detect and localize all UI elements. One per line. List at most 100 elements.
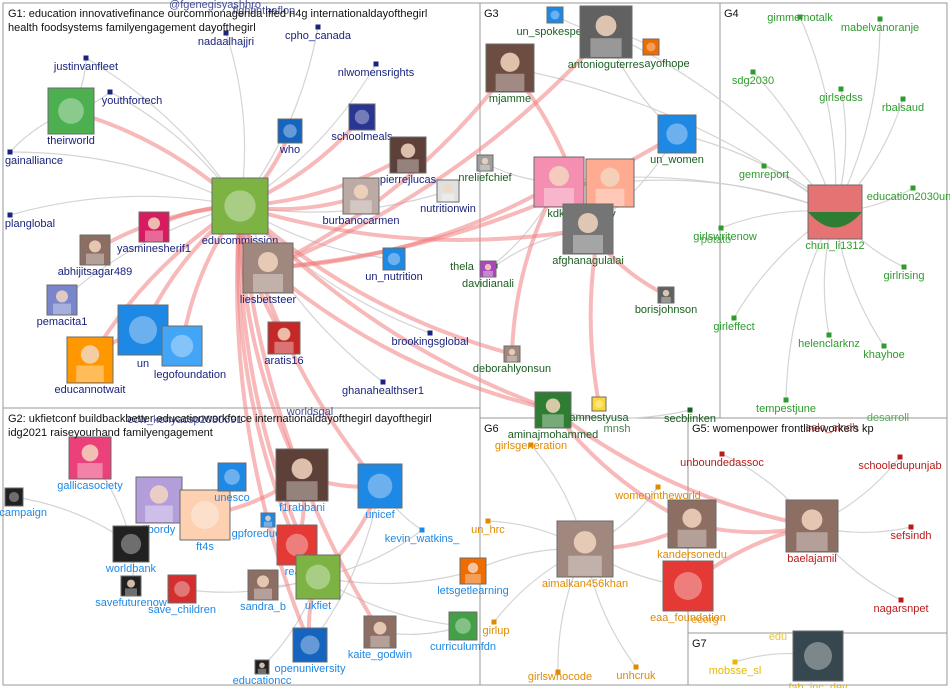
- node-unboundedassoc[interactable]: unboundedassoc: [680, 451, 764, 470]
- node-sefsindh[interactable]: sefsindh: [891, 524, 932, 543]
- node-fab_inc_dev[interactable]: fab_inc_dev: [788, 630, 848, 688]
- node-yasminesherif1[interactable]: yasminesherif1: [117, 211, 191, 255]
- node-schoolmeals[interactable]: schoolmeals: [331, 103, 393, 143]
- node-deborahlyonsun[interactable]: deborahlyonsun: [473, 345, 551, 375]
- node-girlsedss[interactable]: girlsedss: [819, 86, 863, 105]
- node-aimalkan456khan[interactable]: aimalkan456khan: [542, 520, 628, 590]
- node-schooledupunjab[interactable]: schooledupunjab: [858, 454, 942, 473]
- node-openuniversity[interactable]: openuniversity: [275, 627, 346, 675]
- node-ghanahealthser1[interactable]: ghanahealthser1: [342, 379, 424, 398]
- node-curriculumfdn[interactable]: curriculumfdn: [430, 611, 496, 653]
- node-unicef[interactable]: unicef: [357, 463, 403, 521]
- node-girlswhocode[interactable]: girlswhocode: [528, 669, 592, 684]
- node-girlrising[interactable]: girlrising: [884, 264, 925, 283]
- node-planglobal[interactable]: planglobal: [5, 212, 55, 231]
- node-nagarsnpet[interactable]: nagarsnpet: [873, 597, 929, 616]
- node-abhijitsagar489[interactable]: abhijitsagar489: [58, 234, 133, 278]
- node-helenclarknz[interactable]: helenclarknz: [798, 332, 860, 351]
- node-burbanocarmen[interactable]: burbanocarmen: [322, 177, 400, 227]
- node-nadaalhajjri[interactable]: nadaalhajjri: [198, 30, 254, 49]
- node-baelajamil[interactable]: baelajamil: [785, 499, 839, 565]
- node-rbalsaud[interactable]: rbalsaud: [882, 96, 924, 115]
- node-womenintheworld[interactable]: womenintheworld: [614, 484, 701, 503]
- node-brookingsglobal[interactable]: brookingsglobal: [391, 330, 469, 349]
- node-justinvanfleet[interactable]: justinvanfleet: [53, 55, 118, 74]
- node-label: tempestjune: [756, 403, 816, 415]
- node-nutritionwin[interactable]: nutritionwin: [420, 179, 476, 215]
- node-label: un_women: [650, 154, 704, 166]
- node-mabelvanoranje[interactable]: mabelvanoranje: [841, 16, 919, 35]
- node-mobsse_sl[interactable]: mobsse_sl: [709, 659, 762, 678]
- avatar-body: [145, 505, 173, 523]
- node-mjamme[interactable]: mjamme: [485, 43, 535, 105]
- node-legofoundation[interactable]: legofoundation: [154, 325, 226, 381]
- educommission-logo-icon: [211, 177, 269, 235]
- node-f1rabbani[interactable]: f1rabbani: [275, 448, 329, 514]
- node-youthfortech[interactable]: youthfortech: [102, 89, 163, 108]
- node-afghanagulalai[interactable]: afghanagulalai: [552, 203, 624, 267]
- node-kandersonedu[interactable]: kandersonedu: [657, 499, 727, 561]
- node-who[interactable]: who: [277, 118, 303, 156]
- node-antonioguterres[interactable]: antonioguterres: [568, 5, 645, 71]
- node-dayofhope[interactable]: ayofhope: [642, 38, 690, 70]
- node-aminajmohammed[interactable]: aminajmohammed: [508, 391, 598, 441]
- node-borisjohnson[interactable]: borisjohnson: [635, 286, 697, 316]
- edge-red-educommission-aminajmohammed: [238, 204, 554, 412]
- node-dot-icon: [783, 397, 789, 403]
- node-un[interactable]: un: [117, 304, 169, 370]
- node-tempestjune[interactable]: tempestjune: [756, 397, 816, 416]
- node-ny[interactable]: ny: [585, 158, 635, 220]
- node-education2030un[interactable]: education2030un: [867, 185, 950, 204]
- node-ukfiet[interactable]: ukfiet: [295, 554, 341, 612]
- node-nreliefchief[interactable]: nreliefchief: [458, 154, 513, 184]
- node-onecampaign[interactable]: onecampaign: [0, 487, 47, 519]
- node-amnestyusa[interactable]: amnestyusa: [569, 396, 630, 424]
- node-un_spokesperson[interactable]: un_spokesper: [516, 6, 586, 38]
- node-educannotwait[interactable]: educannotwait: [55, 336, 126, 396]
- node-girlup[interactable]: girlup: [483, 619, 510, 638]
- node-davidianali[interactable]: davidianali: [462, 260, 514, 290]
- node-gallicasociety[interactable]: gallicasociety: [57, 436, 123, 492]
- node-kevin_watkins_[interactable]: kevin_watkins_: [385, 527, 460, 546]
- avatar-head: [600, 167, 620, 187]
- node-educationcc[interactable]: educationcc: [233, 659, 292, 687]
- node-gimmemotalk[interactable]: gimmemotalk: [767, 12, 833, 24]
- node-label: pierrejlucas: [380, 174, 437, 186]
- node-dot-icon: [908, 524, 914, 530]
- node-unesco[interactable]: unesco: [214, 462, 250, 504]
- node-sandra[interactable]: sandra_b: [240, 569, 286, 613]
- node-label: liesbetsteer: [240, 294, 297, 306]
- node-khayhoe[interactable]: khayhoe: [863, 343, 905, 362]
- node-aratis16[interactable]: aratis16: [264, 321, 304, 367]
- node-secblinken[interactable]: secblinken: [664, 407, 716, 426]
- node-un_nutrition[interactable]: un_nutrition: [365, 247, 423, 283]
- node-label: planglobal: [5, 218, 55, 230]
- avatar-body: [397, 159, 419, 173]
- node-girlsgeneration[interactable]: girlsgeneration: [495, 440, 567, 452]
- node-pemacita1[interactable]: pemacita1: [37, 284, 88, 328]
- node-unhcruk[interactable]: unhcruk: [616, 664, 656, 683]
- node-worldbank[interactable]: worldbank: [105, 525, 157, 575]
- node-jibordy[interactable]: jibordy: [135, 476, 183, 536]
- node-eaa_foundation[interactable]: eaa_foundation: [650, 560, 726, 624]
- node-girlswritenow[interactable]: girlswritenow: [693, 225, 757, 244]
- node-educommission[interactable]: educommission: [202, 177, 278, 247]
- node-kaite_godwin[interactable]: kaite_godwin: [348, 615, 412, 661]
- node-pierrejlucas[interactable]: pierrejlucas: [380, 136, 437, 186]
- node-liesbetsteer[interactable]: liesbetsteer: [240, 242, 297, 306]
- node-save_children[interactable]: save_children: [148, 574, 216, 616]
- node-gemreport[interactable]: gemreport: [739, 163, 789, 182]
- node-nlwomensrights[interactable]: nlwomensrights: [338, 61, 415, 80]
- node-gainalliance[interactable]: gainalliance: [5, 149, 63, 168]
- node-chun_li1312[interactable]: chun_li1312: [805, 184, 865, 252]
- node-girleffect[interactable]: girleffect: [713, 315, 755, 334]
- node-un_women[interactable]: un_women: [650, 114, 704, 166]
- node-savefuturenow[interactable]: savefuturenow: [95, 575, 167, 609]
- node-ft4s[interactable]: ft4s: [179, 489, 231, 553]
- node-sdg2030[interactable]: sdg2030: [732, 69, 774, 88]
- node-un_hrc[interactable]: un_hrc: [471, 518, 505, 537]
- node-cpho_canada[interactable]: cpho_canada: [285, 24, 352, 43]
- node-theirworld[interactable]: theirworld: [47, 87, 95, 147]
- node-letsgetlearning[interactable]: letsgetlearning: [437, 557, 509, 597]
